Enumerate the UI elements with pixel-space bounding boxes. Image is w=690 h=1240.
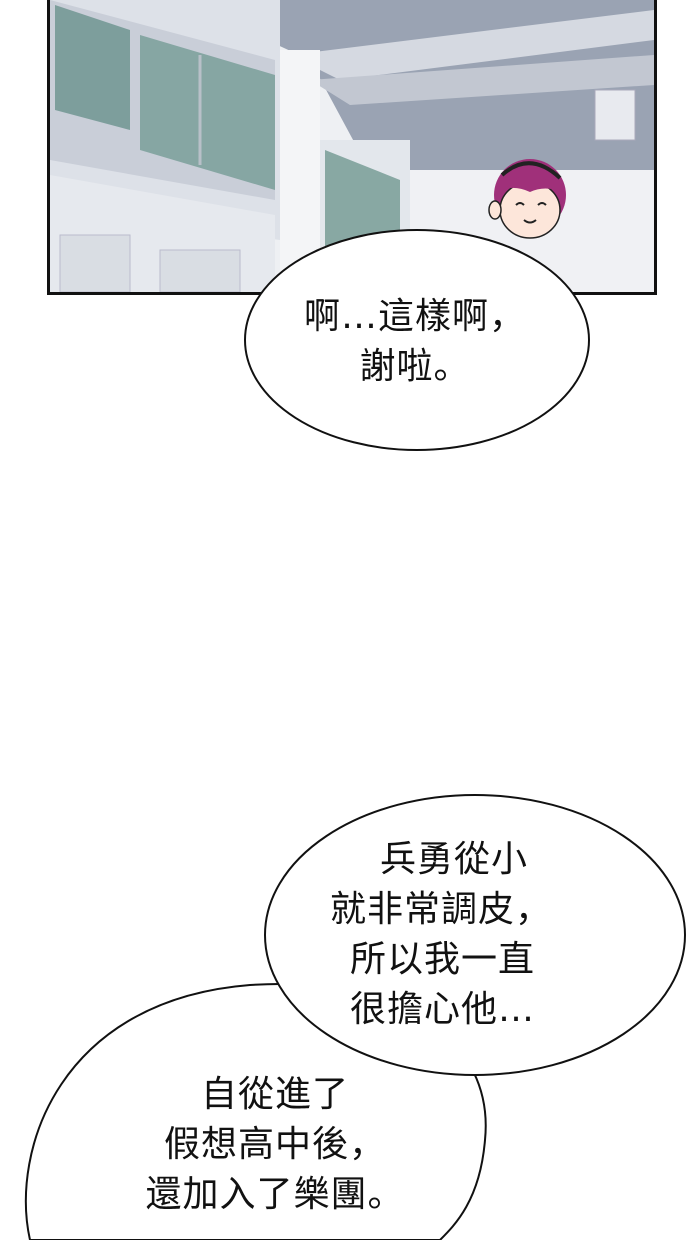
speech-line: 啊…這樣啊， — [303, 296, 526, 337]
speech-line: 自從進了 — [200, 1074, 349, 1115]
speech-line: 謝啦。 — [359, 346, 471, 387]
speech-text-1: 啊…這樣啊， 謝啦。 — [255, 292, 575, 392]
speech-text-3: 自從進了 假想高中後， 還加入了樂團。 — [80, 1070, 470, 1220]
hallway-illustration — [50, 0, 654, 292]
speech-text-2: 兵勇從小 就非常調皮， 所以我一直 很擔心他… — [290, 835, 640, 1035]
speech-line: 假想高中後， — [163, 1124, 386, 1165]
comic-panel — [47, 0, 657, 295]
speech-line: 就非常調皮， — [330, 889, 553, 930]
chibi-girl-icon — [488, 159, 566, 239]
speech-line: 兵勇從小 — [380, 839, 529, 880]
speech-line: 所以我一直 — [350, 939, 536, 980]
speech-line: 很擔心他… — [350, 989, 536, 1030]
speech-line: 還加入了樂團。 — [145, 1174, 405, 1215]
